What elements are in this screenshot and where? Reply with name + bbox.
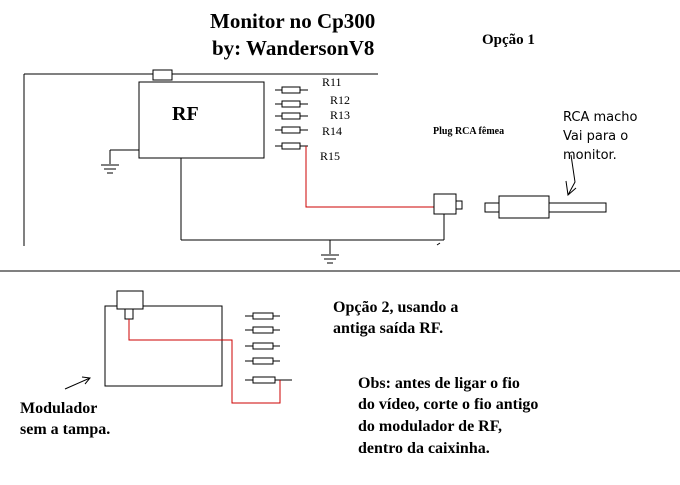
rf-module-box: [138, 81, 265, 159]
option1-label: Opção 1: [482, 32, 535, 48]
plug-rca-label: Plug RCA fêmea: [433, 126, 504, 137]
arrow-to-rca: [565, 154, 577, 196]
modulator-line-2: sem a tampa.: [20, 421, 110, 438]
resistor-label-r13: R13: [330, 108, 350, 122]
option1-resistors: [275, 86, 308, 150]
obs-line-3: do modulador de RF,: [358, 418, 502, 435]
rca-female-plug: [433, 193, 463, 215]
obs-line-4: dentro da caixinha.: [358, 440, 490, 457]
resistor-label-r11: R11: [322, 75, 342, 89]
modulator-box: [104, 290, 223, 387]
rca-macho-line-1: RCA macho: [563, 110, 638, 125]
option2-resistors: [245, 312, 292, 384]
resistor-label-r12: R12: [330, 93, 350, 107]
video-wire-option1: [305, 146, 434, 208]
rf-label: RF: [172, 103, 199, 125]
modulator-line-1: Modulador: [20, 400, 97, 417]
rca-macho-line-2: Vai para o: [563, 129, 628, 144]
resistor-label-r15: R15: [320, 149, 340, 163]
obs-line-1: Obs: antes de ligar o fio: [358, 375, 520, 392]
video-wire-option2: [128, 319, 281, 404]
rca-macho-line-3: monitor.: [563, 148, 617, 163]
title-line-2: by: WandersonV8: [212, 36, 374, 60]
rca-male-plug: [484, 195, 607, 219]
title-line-1: Monitor no Cp300: [210, 9, 375, 33]
option2-label-line-2: antiga saída RF.: [333, 320, 443, 337]
arrow-to-modulator: [64, 376, 91, 390]
obs-line-2: do vídeo, corte o fio antigo: [358, 396, 538, 413]
resistor-label-r14: R14: [322, 124, 342, 138]
option1-circuit: [23, 69, 445, 264]
option2-label-line-1: Opção 2, usando a: [333, 299, 458, 316]
